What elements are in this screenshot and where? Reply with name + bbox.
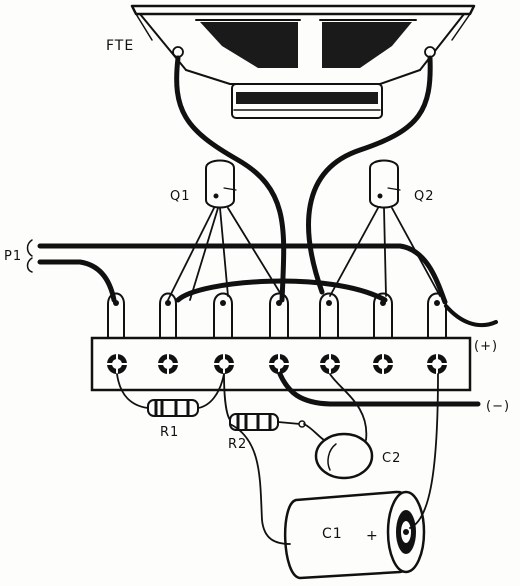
resistor-r1 bbox=[116, 373, 225, 417]
transistor-q1 bbox=[167, 159, 283, 301]
capacitor-c1 bbox=[283, 490, 426, 580]
resistor-r2 bbox=[223, 373, 306, 431]
capacitor-c2 bbox=[303, 373, 374, 480]
terminal-lugs bbox=[107, 292, 447, 341]
resistor-r1-label: R1 bbox=[160, 425, 179, 440]
terminal-strip bbox=[90, 292, 472, 392]
capacitor-c1-polarity: + bbox=[366, 528, 379, 544]
capacitor-c1-label: C1 bbox=[322, 526, 343, 542]
transistor-q2-label: Q2 bbox=[414, 189, 435, 204]
speaker-label: FTE bbox=[106, 38, 134, 54]
lug-interconnect bbox=[175, 278, 388, 303]
r2-to-c1-lead bbox=[229, 423, 291, 545]
input-plug-label: P1 bbox=[4, 249, 22, 264]
transistor-q2 bbox=[329, 159, 441, 297]
speaker bbox=[130, 4, 476, 119]
positive-supply-label: (+) bbox=[474, 339, 498, 354]
capacitor-c2-label: C2 bbox=[382, 451, 401, 466]
positive-supply-lead bbox=[444, 304, 498, 328]
transistor-q1-label: Q1 bbox=[170, 189, 191, 204]
terminal-eyelets bbox=[107, 354, 447, 374]
negative-supply-label: (−) bbox=[486, 399, 510, 414]
negative-supply-lead bbox=[277, 371, 481, 407]
c1-positive-lead bbox=[409, 373, 439, 529]
resistor-r2-label: R2 bbox=[228, 437, 247, 452]
